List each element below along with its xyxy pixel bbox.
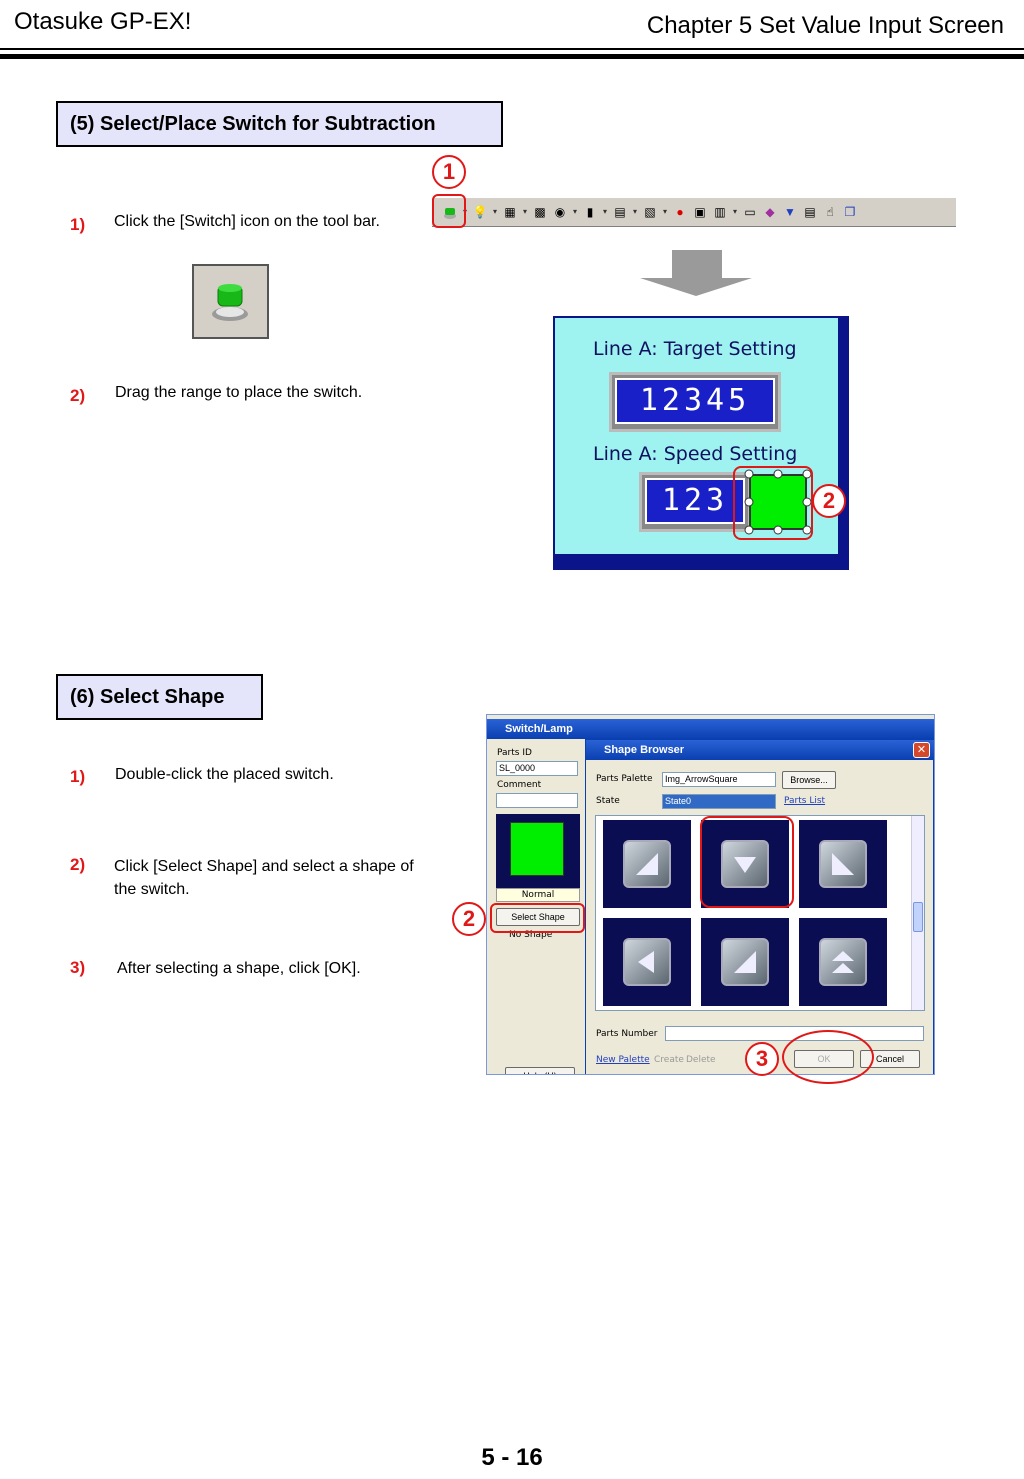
s5-step2-text: Drag the range to place the switch.: [115, 384, 363, 401]
select-shape-highlight: [490, 903, 585, 933]
ok-highlight: [782, 1030, 874, 1084]
comment-label: Comment: [497, 780, 542, 790]
s6-step1-text: Double-click the placed switch.: [115, 766, 334, 783]
selected-shape-highlight: [700, 816, 794, 908]
browse-button[interactable]: Browse...: [782, 771, 836, 789]
shape-tile[interactable]: [701, 918, 789, 1006]
callout-2: 2: [812, 484, 846, 518]
shape-tile[interactable]: [799, 918, 887, 1006]
comment-field[interactable]: [496, 793, 578, 808]
create-link[interactable]: Create: [654, 1055, 684, 1065]
s5-step2-num: 2): [70, 386, 86, 405]
s5-step1-text: Click the [Switch] icon on the tool bar.: [114, 213, 380, 230]
page-number: 5 - 16: [481, 1444, 543, 1471]
alarm-tool-icon[interactable]: ●: [676, 205, 684, 219]
parts-id-field[interactable]: SL_0000: [496, 761, 578, 776]
dropdown-arrow-icon[interactable]: ▾: [662, 207, 667, 216]
no-shape-option[interactable]: No Shape: [509, 930, 553, 940]
close-icon[interactable]: ✕: [913, 742, 930, 758]
parts-number-label: Parts Number: [596, 1029, 658, 1039]
scrollbar[interactable]: [911, 816, 924, 1010]
chart-tool-icon[interactable]: ▤: [614, 205, 626, 219]
shape-preview: [496, 814, 580, 888]
speed-setting-label: Line A: Speed Setting: [593, 443, 798, 465]
shape-browser-titlebar: Shape Browser: [586, 740, 934, 760]
hand-pointer-icon[interactable]: ☝: [826, 205, 834, 219]
toolbar-highlight: [432, 194, 466, 228]
s6-step1-num: 1): [70, 767, 86, 786]
shape-tile[interactable]: [603, 820, 691, 908]
speed-value-display[interactable]: 123: [639, 472, 751, 532]
screen-preview: Line A: Target Setting 12345 Line A: Spe…: [553, 316, 849, 570]
shape-tile[interactable]: [799, 820, 887, 908]
dropdown-arrow-icon[interactable]: ▾: [732, 207, 737, 216]
header-rule-thick: [0, 54, 1024, 59]
state-label: State: [596, 796, 620, 806]
switch-lamp-dialog: Switch/Lamp Parts ID SL_0000 Comment Nor…: [486, 714, 935, 1075]
delete-link[interactable]: Delete: [686, 1055, 716, 1065]
down-arrow-icon: [640, 250, 752, 296]
s6-step2-num: 2): [70, 855, 86, 874]
report-tool-icon[interactable]: ▣: [694, 205, 706, 219]
header-rule-thin: [0, 48, 1024, 50]
shape-tile[interactable]: [701, 820, 789, 908]
target-value-display[interactable]: 12345: [609, 372, 781, 432]
toolbar: ▾ 💡 ▾ ▦ ▾ ▩ ◉ ▾ ▮ ▾ ▤ ▾ ▧ ▾ ● ▣ ▥ ▾ ▭ ◆ …: [432, 197, 956, 227]
marker-tool-icon[interactable]: ▼: [784, 205, 796, 219]
normal-label: Normal: [496, 888, 580, 902]
trend-tool-icon[interactable]: ▧: [644, 205, 656, 219]
callout-1: 1: [432, 155, 466, 189]
parts-palette-select[interactable]: Img_ArrowSquare: [662, 772, 776, 787]
s6-step3-text: After selecting a shape, click [OK].: [117, 960, 361, 977]
parts-palette-label: Parts Palette: [596, 774, 653, 784]
callout-s6-2: 2: [452, 902, 486, 936]
selection-handles: [744, 469, 812, 535]
copy-tool-icon[interactable]: ❐: [844, 205, 856, 219]
keypad-tool-icon[interactable]: ▩: [534, 205, 546, 219]
lamp-tool-icon[interactable]: 💡: [472, 205, 488, 219]
help-button[interactable]: Help (H): [505, 1067, 575, 1074]
s6-step2-text: Click [Select Shape] and select a shape …: [114, 858, 414, 898]
dropdown-arrow-icon[interactable]: ▾: [572, 207, 577, 216]
shape-browser: Shape Browser ✕ Parts Palette Img_ArrowS…: [585, 739, 934, 1074]
message-tool-icon[interactable]: ▭: [744, 205, 756, 219]
header-left-title: Otasuke GP-EX!: [14, 8, 192, 35]
select-shape-button[interactable]: Select Shape: [496, 908, 580, 926]
s5-step1-num: 1): [70, 215, 86, 234]
green-square: [510, 822, 564, 876]
section6-title: (6) Select Shape: [56, 674, 263, 720]
shape-grid: [595, 815, 925, 1011]
data-display-tool-icon[interactable]: ▦: [504, 205, 516, 219]
window-tool-icon[interactable]: ▥: [714, 205, 726, 219]
dropdown-arrow-icon[interactable]: ▾: [492, 207, 497, 216]
parts-list-link[interactable]: Parts List: [784, 796, 826, 806]
state-select[interactable]: State0: [662, 794, 776, 809]
s6-step3-num: 3): [70, 958, 86, 977]
dropdown-arrow-icon[interactable]: ▾: [632, 207, 637, 216]
list-tool-icon[interactable]: ▤: [804, 205, 816, 219]
header-right-title: Chapter 5 Set Value Input Screen: [646, 12, 1004, 39]
callout-s6-3: 3: [745, 1042, 779, 1076]
switch-lamp-titlebar: Switch/Lamp: [487, 719, 934, 739]
graph-tool-icon[interactable]: ▮: [586, 205, 594, 219]
scrollbar-thumb[interactable]: [913, 902, 923, 932]
switch-tool-icon[interactable]: [442, 204, 458, 220]
shape-tile[interactable]: [603, 918, 691, 1006]
target-setting-label: Line A: Target Setting: [593, 338, 797, 360]
dropdown-arrow-icon[interactable]: ▾: [602, 207, 607, 216]
section5-title: (5) Select/Place Switch for Subtraction: [56, 101, 503, 147]
shape-tool-icon[interactable]: ◆: [765, 205, 775, 219]
parts-id-label: Parts ID: [497, 748, 532, 758]
switch-icon-large: [192, 264, 269, 339]
dropdown-arrow-icon[interactable]: ▾: [522, 207, 527, 216]
eye-tool-icon[interactable]: ◉: [554, 205, 566, 219]
new-palette-link[interactable]: New Palette: [596, 1055, 650, 1065]
placed-switch-highlight: [733, 466, 813, 540]
